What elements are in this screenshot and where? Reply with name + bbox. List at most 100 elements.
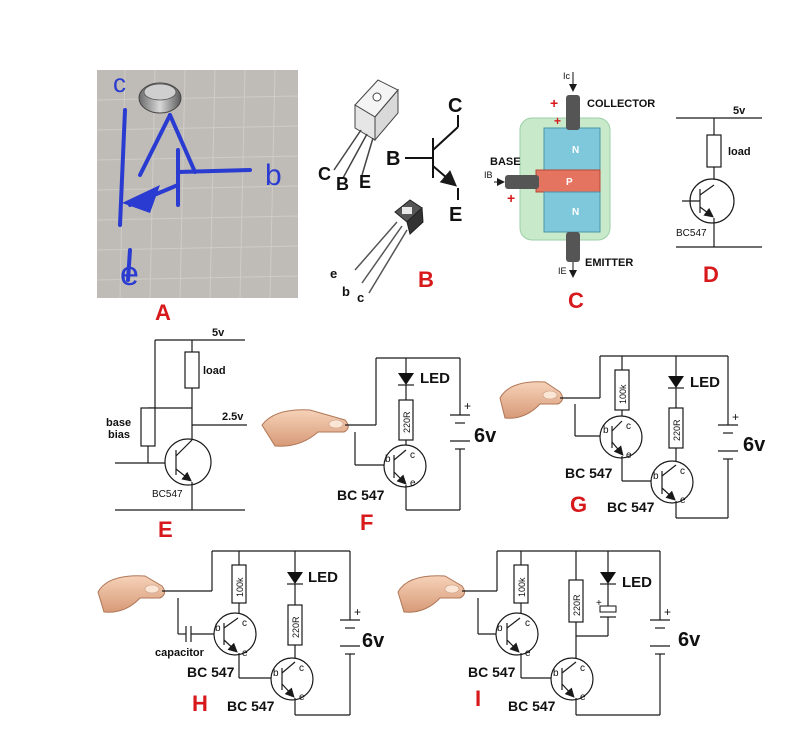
f-led: [398, 373, 414, 385]
g-finger: [499, 381, 564, 419]
g-part-1: BC 547: [565, 465, 613, 481]
h-e1: e: [242, 648, 248, 659]
to220-package: [333, 79, 399, 179]
f-c: c: [410, 450, 415, 461]
to92-package: [354, 199, 424, 294]
i-transistor-2: [550, 657, 594, 701]
e-load-resistor: [184, 351, 200, 389]
layer-p: P: [566, 177, 573, 188]
i-battery: 6v: [678, 629, 701, 651]
ie-label: IE: [558, 266, 567, 276]
f-finger: [261, 409, 349, 447]
panel-label-g: G: [570, 492, 587, 517]
i-finger: [397, 575, 466, 613]
g-transistor-1: [599, 415, 643, 459]
g-battery: 6v: [743, 434, 766, 456]
panel-label-e: E: [158, 517, 173, 542]
i-r2-label: 220R: [572, 594, 582, 616]
h-r2-label: 220R: [291, 616, 301, 638]
h-transistor-1: [213, 612, 257, 656]
collector-label: COLLECTOR: [587, 98, 655, 110]
i-c1: c: [525, 618, 530, 629]
h-finger: [97, 575, 166, 613]
g-b2: b: [653, 471, 659, 482]
handwritten-b: b: [265, 159, 282, 192]
panel-label-f: F: [360, 510, 373, 535]
to92-pin-b: b: [342, 284, 350, 299]
layer-n-top: N: [572, 145, 579, 156]
base-lead: [505, 175, 539, 189]
emitter-lead: [566, 232, 580, 262]
g-led-label: LED: [690, 374, 720, 391]
e-part: BC547: [152, 489, 183, 500]
h-capacitor: capacitor: [155, 647, 205, 659]
panel-d-circuit: 5v load BC547 D: [676, 105, 762, 287]
panel-label-c: C: [568, 288, 584, 313]
f-resistor-label: 220R: [402, 411, 412, 433]
h-battery: 6v: [362, 630, 385, 652]
panel-f-circuit: LED 220R b c e + 6v BC 547 F: [261, 357, 497, 535]
i-c2: c: [580, 663, 585, 674]
h-led: [287, 572, 303, 584]
f-part: BC 547: [337, 487, 385, 503]
panel-i-circuit: 100k b c e 220R LED + b c e: [397, 550, 701, 716]
i-b2: b: [553, 668, 559, 679]
h-r1-label: 100k: [235, 577, 245, 597]
g-c1: c: [626, 421, 631, 432]
handwritten-symbol: [118, 108, 252, 282]
e-base-bias-1: base: [106, 417, 131, 429]
i-led-label: LED: [622, 574, 652, 591]
ic-label: Ic: [563, 71, 571, 81]
f-led-label: LED: [420, 370, 450, 387]
e-load: load: [203, 365, 226, 377]
g-e2: e: [680, 495, 686, 506]
panel-c-structure: N P N COLLECTOR BASE EMITTER Ic IB IE + …: [484, 71, 655, 313]
e-supply: 5v: [212, 327, 225, 339]
to92-pin-c: c: [357, 290, 364, 305]
h-b1: b: [215, 623, 221, 634]
g-r1-label: 100k: [618, 384, 628, 404]
handwritten-e: e: [120, 255, 139, 293]
panel-label-b: B: [418, 267, 434, 292]
f-battery: 6v: [474, 425, 497, 447]
panel-g-circuit: 100k b c e LED 220R b c e + 6v: [499, 355, 766, 519]
h-led-label: LED: [308, 569, 338, 586]
g-plus: +: [732, 410, 739, 424]
h-b2: b: [273, 668, 279, 679]
to220-pin-e: E: [359, 172, 371, 192]
h-part-2: BC 547: [227, 698, 275, 714]
g-e1: e: [626, 450, 632, 461]
f-e: e: [410, 478, 416, 489]
ib-label: IB: [484, 170, 493, 180]
svg-text:+: +: [550, 95, 558, 111]
g-c2: c: [680, 466, 685, 477]
svg-text:+: +: [596, 598, 602, 609]
panel-label-a: A: [155, 300, 171, 325]
panel-label-h: H: [192, 691, 208, 716]
svg-text:+: +: [507, 190, 515, 206]
g-r2-label: 220R: [672, 419, 682, 441]
handwritten-arrow: [122, 185, 160, 213]
h-e2: e: [299, 692, 305, 703]
npn-symbol: [405, 115, 459, 200]
h-part-1: BC 547: [187, 664, 235, 680]
e-bias-resistor: [140, 407, 156, 447]
i-b1: b: [497, 623, 503, 634]
symbol-b: B: [386, 148, 400, 170]
e-mid-voltage: 2.5v: [222, 411, 244, 423]
base-label: BASE: [490, 156, 521, 168]
layer-n-bottom: N: [572, 207, 579, 218]
d-load: load: [728, 146, 751, 158]
panel-a-photo: c b e A: [96, 68, 299, 325]
h-plus: +: [354, 605, 361, 619]
emitter-label: EMITTER: [585, 257, 633, 269]
handwritten-c: c: [113, 68, 126, 98]
panel-e-circuit: 5v load 2.5v base bias BC547 E: [106, 327, 247, 542]
i-transistor-1: [495, 612, 539, 656]
f-plus: +: [464, 399, 471, 413]
d-part: BC547: [676, 228, 707, 239]
g-b1: b: [603, 425, 609, 436]
to92-pin-e: e: [330, 266, 337, 281]
g-part-2: BC 547: [607, 499, 655, 515]
